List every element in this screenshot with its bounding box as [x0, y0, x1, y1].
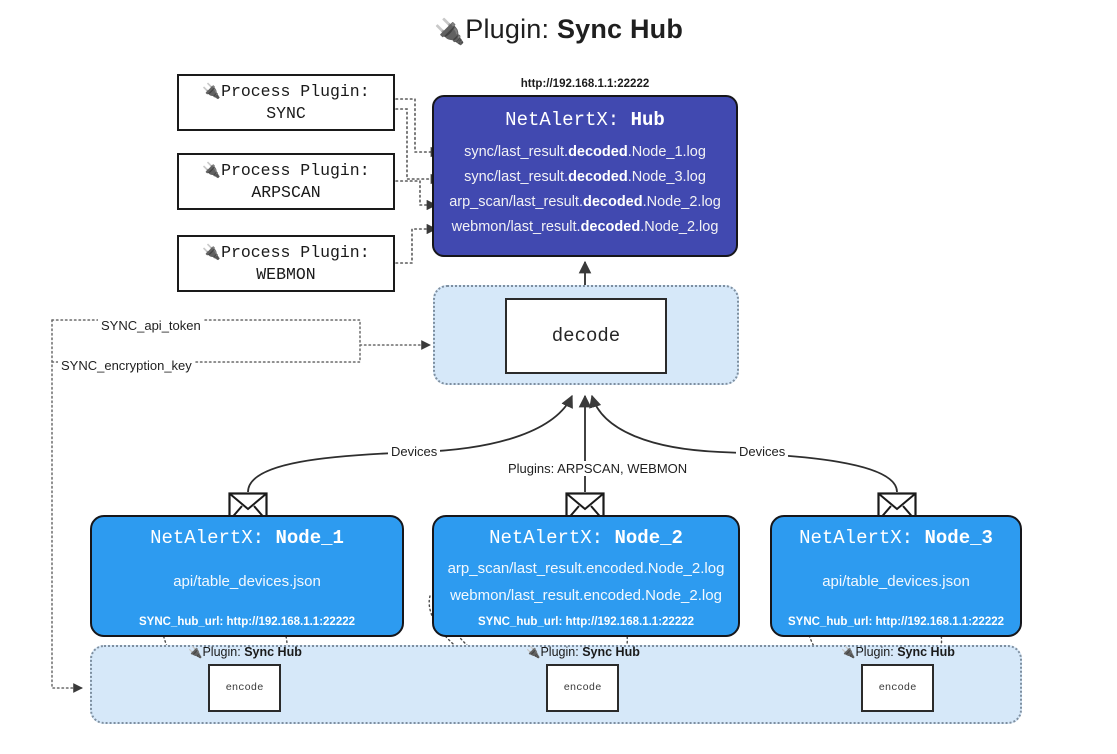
node-3-lines: api/table_devices.json: [772, 549, 1020, 616]
node-3[interactable]: NetAlertX: Node_3 api/table_devices.json…: [770, 515, 1022, 637]
hub-title-name: Hub: [630, 109, 665, 131]
node-2-line: webmon/last_result.encoded.Node_2.log: [450, 586, 722, 604]
hub-node[interactable]: NetAlertX: Hub sync/last_result.decoded.…: [432, 95, 738, 257]
node-3-hub-url: SYNC_hub_url: http://192.168.1.1:22222: [787, 616, 1005, 628]
encode-box-node-1[interactable]: encode: [208, 664, 281, 712]
node-1[interactable]: NetAlertX: Node_1 api/table_devices.json…: [90, 515, 404, 637]
edge-label-devices-right: Devices: [736, 444, 789, 459]
node-1-line: api/table_devices.json: [173, 573, 321, 591]
process-plugin-webmon-line2: WEBMON: [256, 264, 316, 284]
edge-label-plugins-mid: Plugins: ARPSCAN, WEBMON: [505, 461, 691, 476]
hub-url-label: http://192.168.1.1:22222: [520, 78, 650, 90]
plug-icon: 🔌: [433, 18, 466, 46]
plug-icon: 🔌: [188, 647, 203, 659]
plug-icon: 🔌: [202, 160, 222, 179]
process-plugin-arpscan-line2: ARPSCAN: [251, 182, 321, 202]
node-2-title: NetAlertX: Node_2: [489, 527, 683, 549]
node-1-hub-url: SYNC_hub_url: http://192.168.1.1:22222: [138, 616, 356, 628]
node-2[interactable]: NetAlertX: Node_2 arp_scan/last_result.e…: [432, 515, 740, 637]
node-1-lines: api/table_devices.json: [92, 549, 402, 616]
page-title-name: Sync Hub: [556, 14, 684, 44]
process-plugin-sync-line1: 🔌Process Plugin:: [202, 81, 370, 101]
node-2-line: arp_scan/last_result.encoded.Node_2.log: [447, 559, 725, 577]
process-plugin-arpscan[interactable]: 🔌Process Plugin: ARPSCAN: [177, 153, 395, 210]
node-3-line: api/table_devices.json: [822, 573, 970, 591]
page-title: 🔌Plugin: Sync Hub: [0, 14, 1117, 47]
encode-box-node-2[interactable]: encode: [546, 664, 619, 712]
node-3-title: NetAlertX: Node_3: [799, 527, 993, 549]
process-plugin-webmon[interactable]: 🔌Process Plugin: WEBMON: [177, 235, 395, 292]
process-plugin-sync-line2: SYNC: [266, 103, 306, 123]
plug-icon: 🔌: [202, 242, 222, 261]
process-plugin-arpscan-line1: 🔌Process Plugin:: [202, 160, 370, 180]
edge-label-devices-left: Devices: [388, 444, 441, 459]
node-2-hub-url: SYNC_hub_url: http://192.168.1.1:22222: [477, 616, 695, 628]
plug-icon: 🔌: [202, 81, 222, 100]
node-2-lines: arp_scan/last_result.encoded.Node_2.log …: [434, 549, 738, 616]
hub-title: NetAlertX: Hub: [505, 109, 665, 131]
hub-log-line: sync/last_result.decoded.Node_1.log: [464, 144, 706, 160]
process-plugin-webmon-line1: 🔌Process Plugin:: [202, 242, 370, 262]
hub-log-line: sync/last_result.decoded.Node_3.log: [464, 168, 706, 185]
plugin-tag-node-1: 🔌Plugin: Sync Hub: [188, 645, 302, 659]
hub-log-line: webmon/last_result.decoded.Node_2.log: [451, 218, 719, 235]
edge-label-api-token: SYNC_api_token: [98, 318, 204, 333]
plugin-tag-node-3: 🔌Plugin: Sync Hub: [841, 645, 955, 659]
plug-icon: 🔌: [841, 647, 856, 659]
page-title-prefix: Plugin:: [465, 14, 550, 44]
process-plugin-sync[interactable]: 🔌Process Plugin: SYNC: [177, 74, 395, 131]
decode-box[interactable]: decode: [505, 298, 667, 374]
hub-log-line: arp_scan/last_result.decoded.Node_2.log: [449, 193, 721, 210]
edge-label-encryption-key: SYNC_encryption_key: [58, 358, 195, 373]
node-1-title: NetAlertX: Node_1: [150, 527, 344, 549]
encode-box-node-3[interactable]: encode: [861, 664, 934, 712]
plugin-tag-node-2: 🔌Plugin: Sync Hub: [526, 645, 640, 659]
hub-title-prefix: NetAlertX:: [505, 109, 620, 131]
plug-icon: 🔌: [526, 647, 541, 659]
